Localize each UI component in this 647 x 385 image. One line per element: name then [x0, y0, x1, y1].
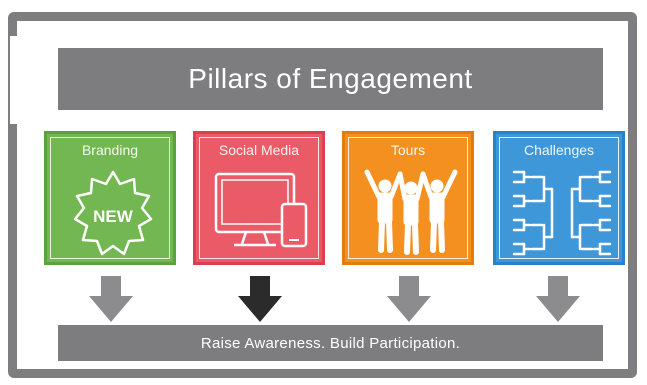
pillar-label-tours: Tours: [390, 142, 426, 158]
devices-icon: [214, 172, 308, 248]
card-inner-border: [499, 137, 619, 259]
pillar-card-branding: Branding NEW: [44, 131, 176, 265]
card-inner-border: [199, 137, 319, 259]
tournament-bracket-icon: [512, 170, 612, 256]
card-inner-border: [50, 137, 170, 259]
new-badge-icon: NEW: [73, 170, 153, 256]
pillar-label-challenges: Challenges: [523, 142, 595, 158]
down-arrow-icon: [89, 276, 133, 322]
pillar-card-tours: Tours: [342, 131, 474, 265]
card-inner-border: [348, 137, 468, 259]
down-arrow-icon: [536, 276, 580, 322]
down-arrow-icon: [238, 276, 282, 322]
tagline-bar: Raise Awareness. Build Participation.: [58, 325, 603, 361]
pillar-card-social-media: Social Media: [193, 131, 325, 265]
down-arrow-icon: [387, 276, 431, 322]
people-cheering-icon: [364, 169, 458, 255]
pillar-card-challenges: Challenges: [493, 131, 625, 265]
badge-text: NEW: [93, 207, 134, 226]
frame-gap: [10, 36, 36, 124]
pillar-label-branding: Branding: [81, 142, 139, 158]
pillar-label-social-media: Social Media: [218, 142, 300, 158]
diagram-title: Pillars of Engagement: [58, 48, 603, 110]
